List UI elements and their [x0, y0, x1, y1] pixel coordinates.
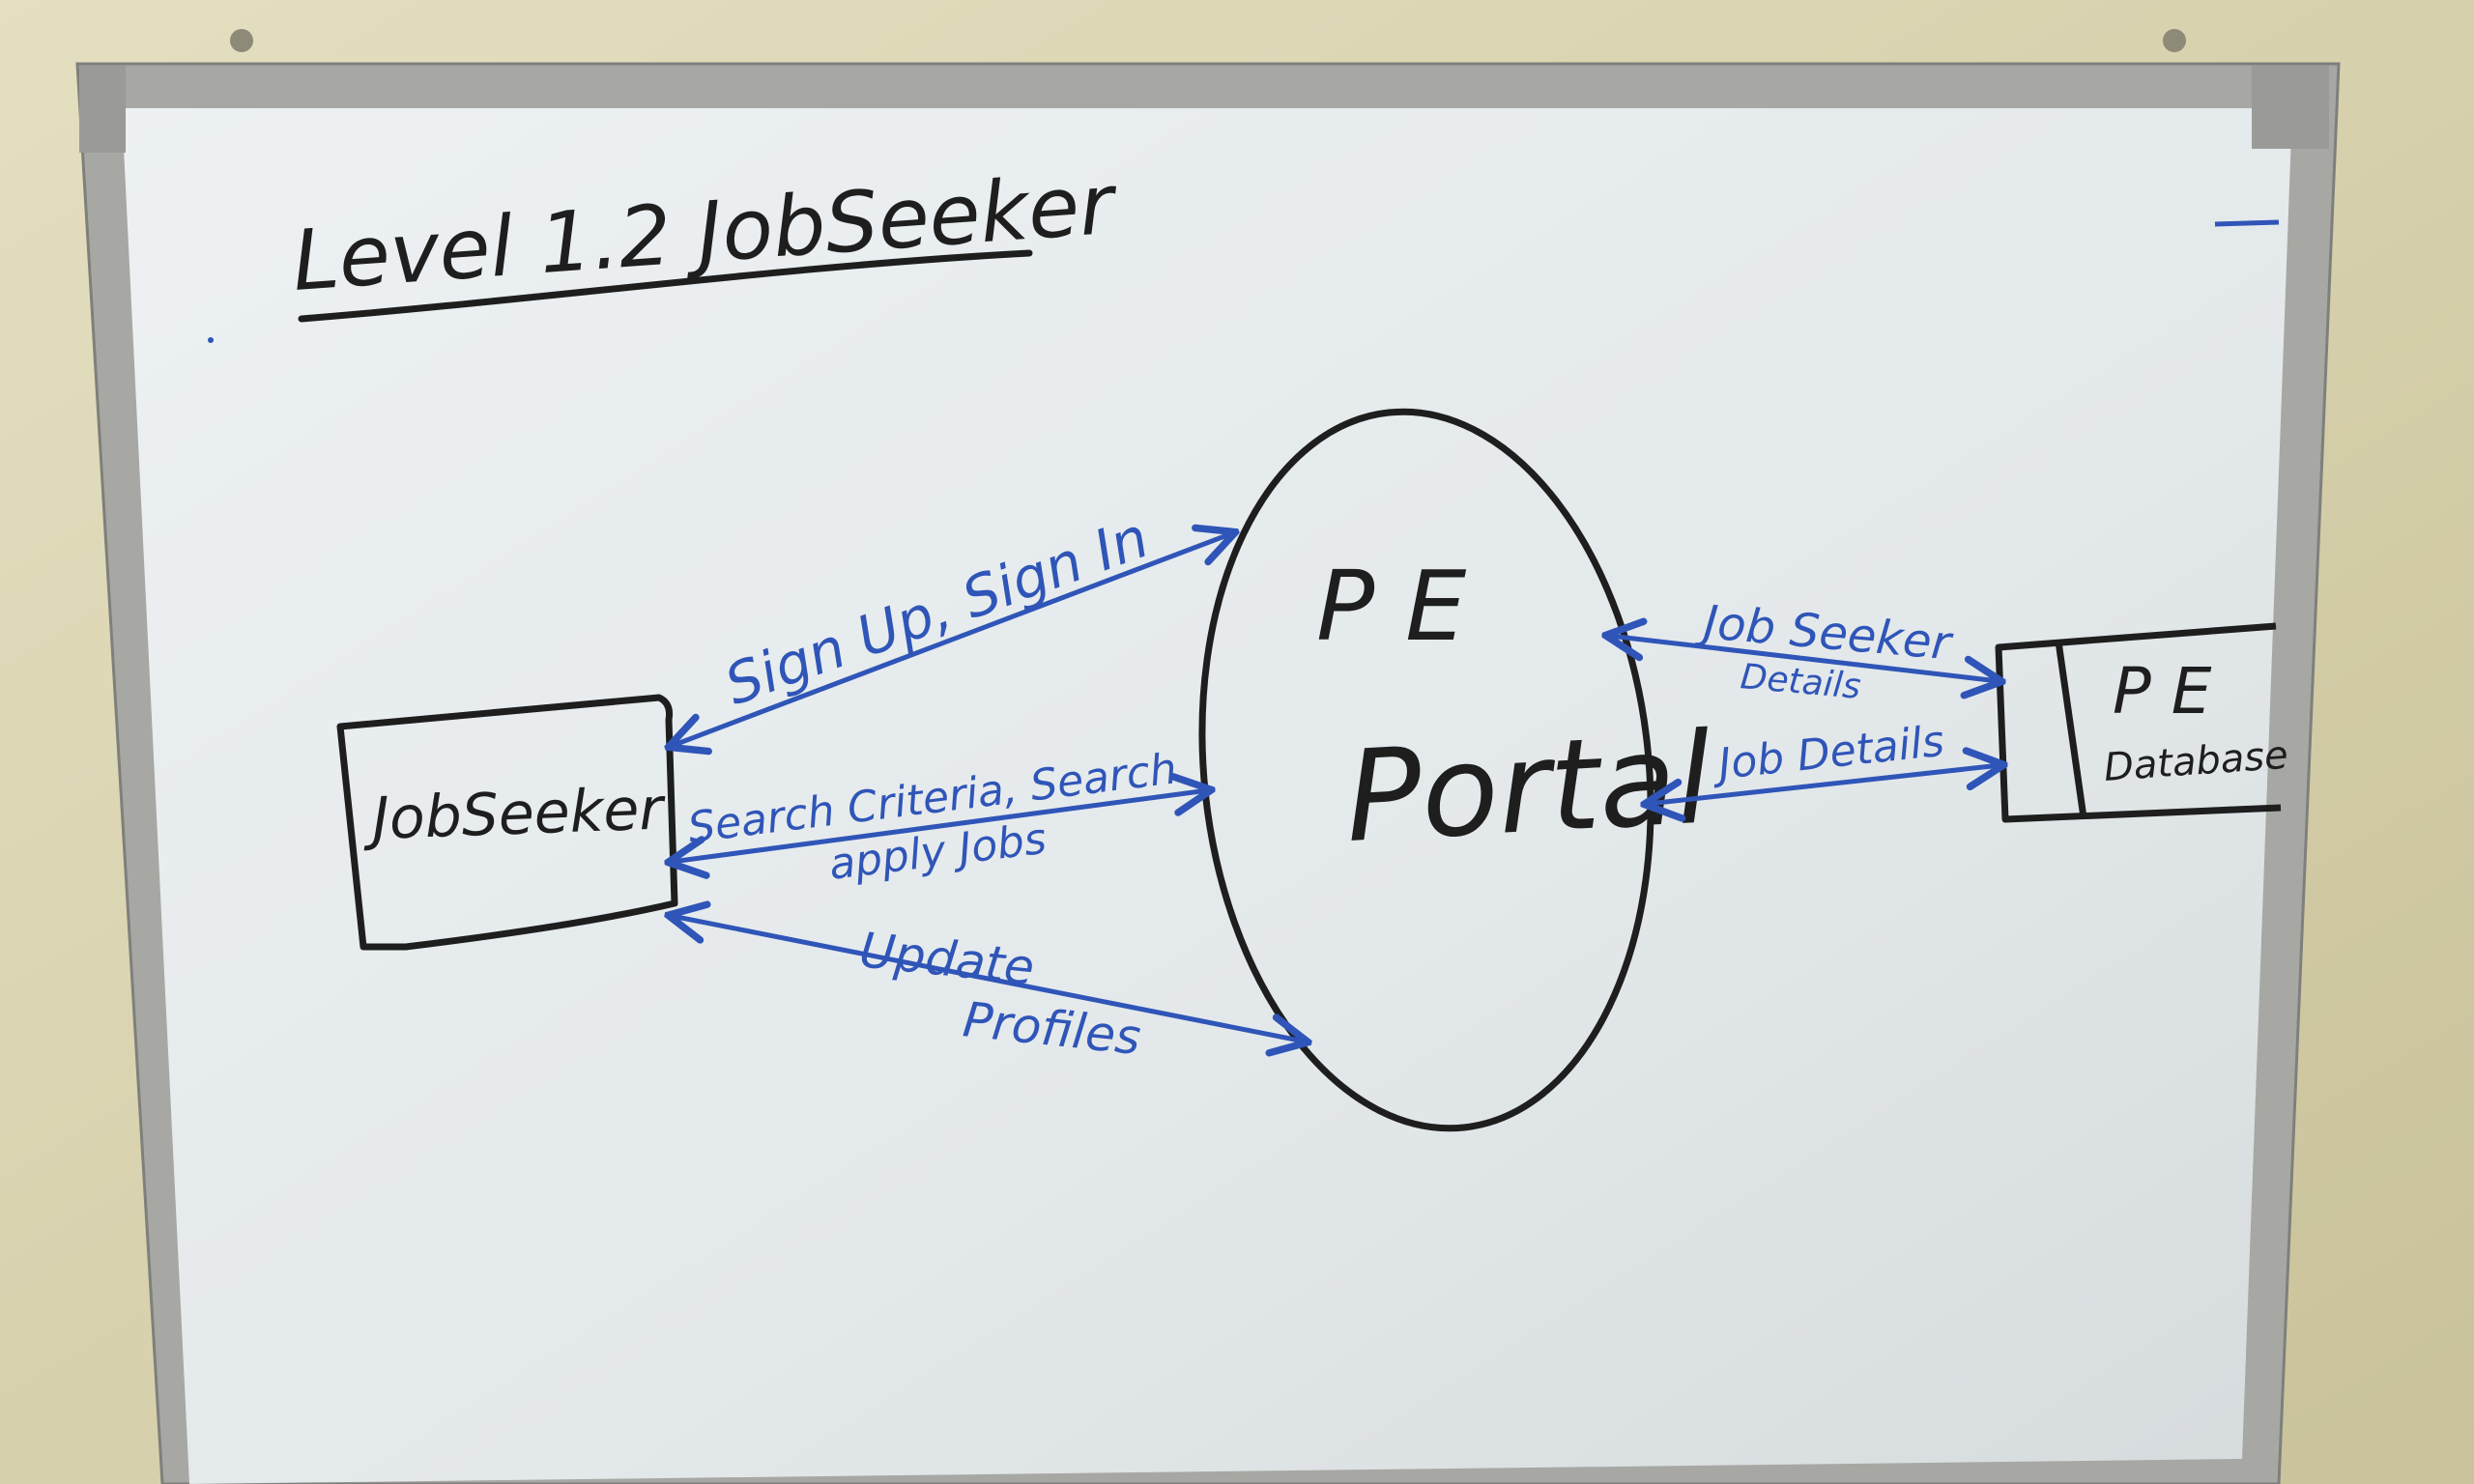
wall-screw-left: [230, 29, 253, 52]
frame-corner-top-right: [2252, 66, 2329, 149]
board-marker-dash: [2214, 219, 2280, 227]
title-underline: [298, 249, 1033, 323]
frame-corner-top-left: [79, 66, 126, 153]
database-label-line1: P E: [2113, 654, 2212, 728]
flow-job-details-arrow: [1648, 765, 2000, 804]
flow-sign-arrow: [672, 533, 1232, 746]
database-store: [1995, 622, 2282, 823]
board-marker-dot: [208, 337, 214, 343]
flow-search-arrow: [672, 790, 1208, 862]
portal-label-line2: Portal: [1342, 704, 1715, 870]
flow-update-arrow: [672, 916, 1305, 1042]
wall-screw-right: [2163, 29, 2186, 52]
database-store-divider: [2055, 641, 2087, 818]
portal-label-line1: P E: [1316, 550, 1466, 663]
flow-seeker-details-arrow: [1609, 636, 1999, 681]
jobseeker-label: JobSeeker: [361, 775, 667, 853]
